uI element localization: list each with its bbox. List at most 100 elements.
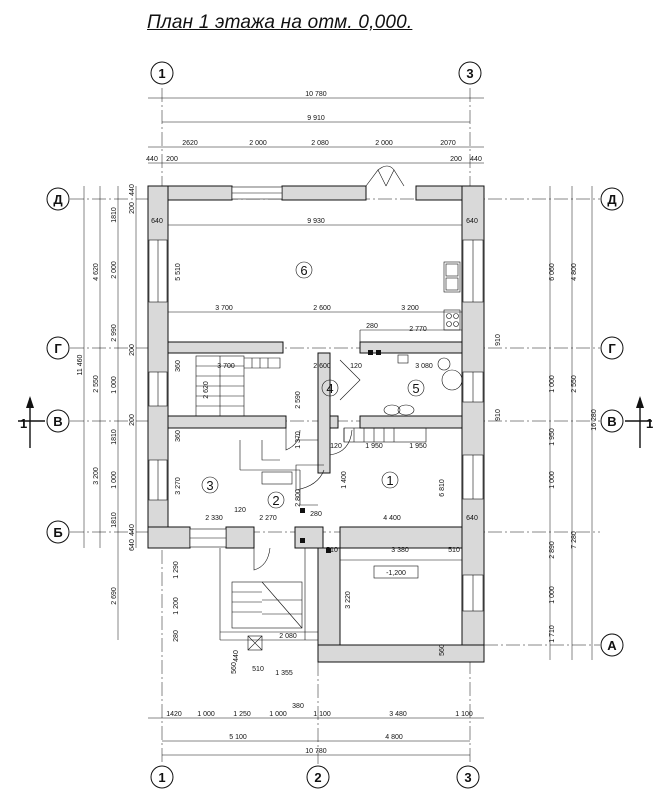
axis-G-left: Г xyxy=(54,341,62,356)
dim-left-small-5: 440 xyxy=(129,524,136,536)
axis-3-bottom: 3 xyxy=(464,770,471,785)
dim-bs-6: 2 080 xyxy=(279,633,297,640)
axis-D-right: Д xyxy=(607,192,617,207)
dim-left-small-1: 440 xyxy=(129,184,136,196)
dim-bs-3: 510 xyxy=(326,547,338,554)
dim-right-seg-3: 1 950 xyxy=(549,428,556,446)
dim-right-overall: 16 280 xyxy=(591,409,598,431)
dim-bs-2: 3 220 xyxy=(345,591,352,609)
dim-left-seg-7: 1810 xyxy=(111,512,118,528)
dim-r6-depth: 5 510 xyxy=(175,263,182,281)
dim-r6-seg-3: 3 200 xyxy=(401,305,419,312)
dim-bot-seg-4: 1 000 xyxy=(269,711,287,718)
dim-hall-2: 2 600 xyxy=(313,363,331,370)
dim-left-stair-1: 1 290 xyxy=(173,561,180,579)
dim-hall-11: 360 xyxy=(175,430,182,442)
axis-V-left: В xyxy=(53,414,62,429)
room-2-number: 2 xyxy=(272,493,279,508)
dim-left-stair-4: 280 xyxy=(173,630,180,642)
dim-r3-3: 3 270 xyxy=(175,477,182,495)
dim-top-seg-4: 2 000 xyxy=(375,140,393,147)
dim-hall-10: 360 xyxy=(175,360,182,372)
dim-r6-width: 9 930 xyxy=(307,218,325,225)
axis-3-top: 3 xyxy=(466,66,473,81)
axis-1-top: 1 xyxy=(158,66,165,81)
dim-r6-wall-r: 640 xyxy=(466,218,478,225)
dim-hall-8: 120 xyxy=(350,363,362,370)
dim-r3-4: 1 370 xyxy=(295,431,302,449)
walls xyxy=(147,185,485,663)
dim-r1-6: 640 xyxy=(466,515,478,522)
dim-r3-5: 2 800 xyxy=(295,489,302,507)
dim-top-edge-l2: 200 xyxy=(166,156,178,163)
dim-bs-8: 1 355 xyxy=(275,670,293,677)
axis-B-left: Б xyxy=(53,525,62,540)
dim-bot-overall: 10 780 xyxy=(305,748,327,755)
dim-r3-2: 2 270 xyxy=(259,515,277,522)
dim-top-seg-1: 2620 xyxy=(182,140,198,147)
stairs xyxy=(195,355,427,629)
dim-r6-wall-l: 640 xyxy=(151,218,163,225)
dim-hall-5: 3 080 xyxy=(415,363,433,370)
room-1-number: 1 xyxy=(386,473,393,488)
dimension-lines xyxy=(83,97,593,756)
dim-r1-5: 4 400 xyxy=(383,515,401,522)
dim-hall-7: 2 590 xyxy=(295,391,302,409)
dim-r3-6: 120 xyxy=(234,507,246,514)
dim-top-seg-3: 2 080 xyxy=(311,140,329,147)
level-mark: -1,200 xyxy=(386,570,406,577)
dim-left-stair-2: 1 200 xyxy=(173,597,180,615)
dim-hall-6: 2 620 xyxy=(203,381,210,399)
dim-left-seg-1: 1810 xyxy=(111,207,118,223)
plan-title: План 1 этажа на отм. 0,000. xyxy=(147,12,413,33)
room-5-number: 5 xyxy=(412,381,419,396)
room-4-number: 4 xyxy=(326,381,333,396)
dim-left-seg-2: 2 000 xyxy=(111,261,118,279)
dim-left-overall: 11 460 xyxy=(77,354,84,375)
dim-bs-9: 560 xyxy=(231,662,238,674)
dim-bot-seg-2: 1 000 xyxy=(197,711,215,718)
dim-bs-7: 510 xyxy=(252,666,264,673)
dim-top-edge-l1: 440 xyxy=(146,156,158,163)
room-3-number: 3 xyxy=(206,478,213,493)
dim-left-small-6: 640 xyxy=(129,539,136,551)
dim-r1-4: 6 810 xyxy=(439,479,446,497)
dim-r1-3: 1 400 xyxy=(341,471,348,489)
axis-1-bottom: 1 xyxy=(158,770,165,785)
axis-D-left: Д xyxy=(53,192,63,207)
dim-left-small-2: 200 xyxy=(129,202,136,214)
dim-right-seg-2: 1 000 xyxy=(549,375,556,393)
dim-right-mid-1: 4 800 xyxy=(571,263,578,281)
dim-top-edge-r2: 440 xyxy=(470,156,482,163)
dim-left-mid-1: 4 620 xyxy=(93,263,100,281)
dim-bot-seg-5: 380 xyxy=(292,703,304,710)
dim-hall-9: 120 xyxy=(330,443,342,450)
axis-2-bottom: 2 xyxy=(314,770,321,785)
dim-left-seg-4: 1 000 xyxy=(111,376,118,394)
room-6-number: 6 xyxy=(300,263,307,278)
section-marks: 1 1 xyxy=(18,396,653,448)
dim-top-inner: 9 910 xyxy=(307,115,325,122)
windows xyxy=(148,186,484,612)
dim-top-seg-5: 2070 xyxy=(440,140,456,147)
dim-hall-1: 3 700 xyxy=(217,363,235,370)
dimension-texts: 10 780 9 910 2620 2 000 2 080 2 000 2070… xyxy=(77,91,598,755)
dim-left-mid-3: 3 200 xyxy=(93,467,100,485)
dim-right-seg-1: 6 060 xyxy=(549,263,556,281)
dim-right-mid-2: 2 550 xyxy=(571,375,578,393)
dim-bot-seg-7: 3 480 xyxy=(389,711,407,718)
dim-r1-2: 1 950 xyxy=(409,443,427,450)
dim-right-small-2: 910 xyxy=(495,409,502,421)
dim-left-mid-2: 2 550 xyxy=(93,375,100,393)
dim-left-mid-4: 2 690 xyxy=(111,587,118,605)
doors xyxy=(253,165,405,571)
dim-r3-1: 2 330 xyxy=(205,515,223,522)
axis-G-right: Г xyxy=(608,341,616,356)
dim-bot-seg-3: 1 250 xyxy=(233,711,251,718)
dim-bot-seg-1: 1420 xyxy=(166,711,182,718)
dim-left-stair-5: 440 xyxy=(233,650,240,662)
dim-bs-5: 560 xyxy=(439,644,446,656)
axis-markers: 1 3 1 2 3 Д Г В Б Д Г В А xyxy=(46,61,624,789)
dim-right-seg-7: 1 710 xyxy=(549,625,556,643)
